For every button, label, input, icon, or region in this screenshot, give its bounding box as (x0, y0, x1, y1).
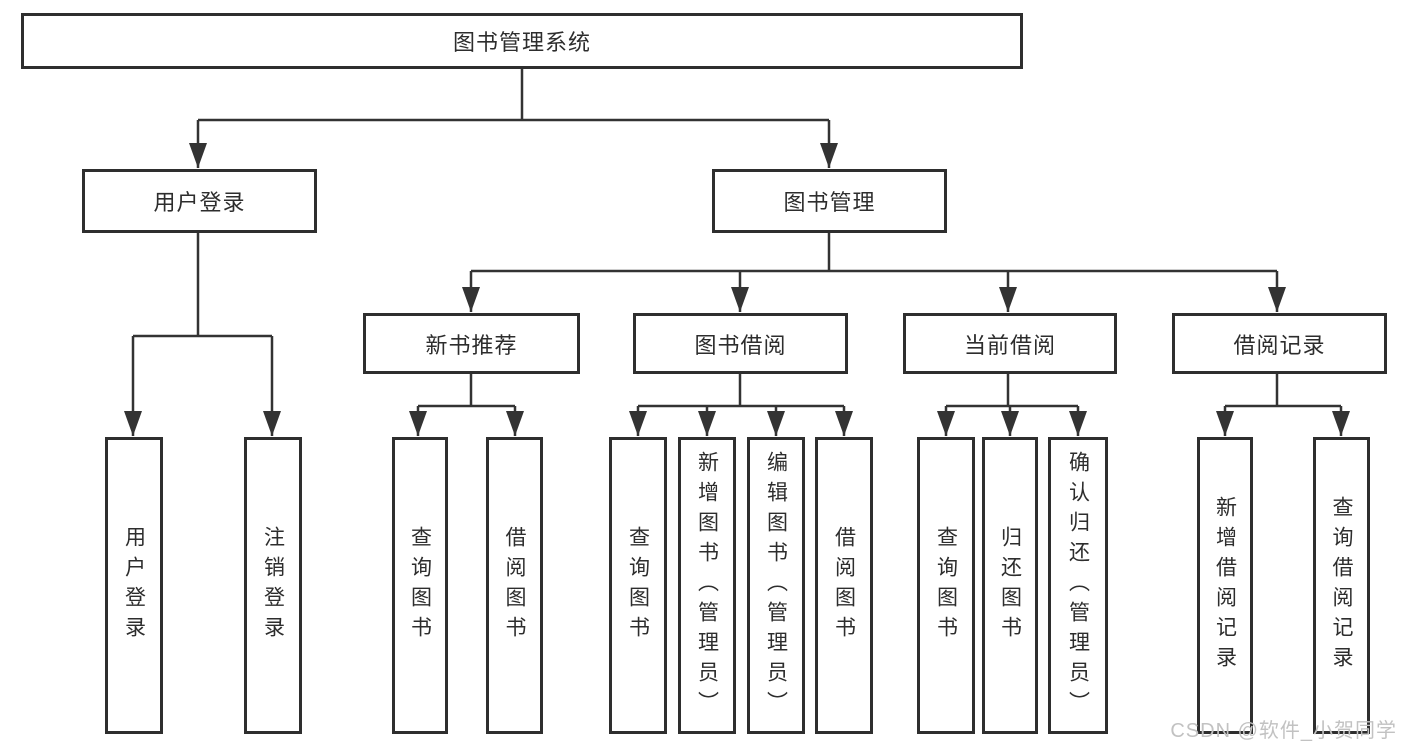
leaf-label: 借阅图书 (832, 525, 856, 646)
leaf-user-login: 用户登录 (105, 437, 163, 734)
leaf-label: 查询图书 (934, 525, 958, 646)
leaf-query-books-borrowing: 查询图书 (609, 437, 667, 734)
leaf-label: 查询图书 (408, 525, 432, 646)
leaf-query-books-current: 查询图书 (917, 437, 975, 734)
leaf-label: 编辑图书（管理员） (764, 450, 788, 721)
leaf-query-borrow-record: 查询借阅记录 (1313, 437, 1370, 734)
node-new-book-recommendation: 新书推荐 (363, 313, 580, 374)
node-current-borrowing: 当前借阅 (903, 313, 1117, 374)
leaf-logout: 注销登录 (244, 437, 302, 734)
leaf-borrow-books-recommend: 借阅图书 (486, 437, 543, 734)
node-user-login: 用户登录 (82, 169, 317, 233)
leaf-label: 查询图书 (626, 525, 650, 646)
leaf-add-borrow-record: 新增借阅记录 (1197, 437, 1253, 734)
leaf-label: 注销登录 (261, 525, 285, 646)
csdn-watermark: CSDN @软件_小贺同学 (1170, 720, 1397, 742)
leaf-label: 新增图书（管理员） (695, 450, 719, 721)
leaf-edit-books-admin: 编辑图书（管理员） (747, 437, 805, 734)
leaf-confirm-return-admin: 确认归还（管理员） (1048, 437, 1108, 734)
leaf-borrow-books: 借阅图书 (815, 437, 873, 734)
node-borrowing-records: 借阅记录 (1172, 313, 1387, 374)
leaf-label: 确认归还（管理员） (1066, 450, 1090, 721)
node-book-borrowing: 图书借阅 (633, 313, 848, 374)
node-book-management: 图书管理 (712, 169, 947, 233)
leaf-label: 查询借阅记录 (1330, 495, 1353, 676)
leaf-label: 借阅图书 (503, 525, 526, 646)
leaf-label: 用户登录 (122, 525, 146, 646)
leaf-add-books-admin: 新增图书（管理员） (678, 437, 736, 734)
leaf-query-books-recommend: 查询图书 (392, 437, 448, 734)
node-library-system: 图书管理系统 (21, 13, 1023, 69)
leaf-label: 新增借阅记录 (1213, 495, 1237, 676)
leaf-return-books: 归还图书 (982, 437, 1038, 734)
leaf-label: 归还图书 (998, 525, 1022, 646)
